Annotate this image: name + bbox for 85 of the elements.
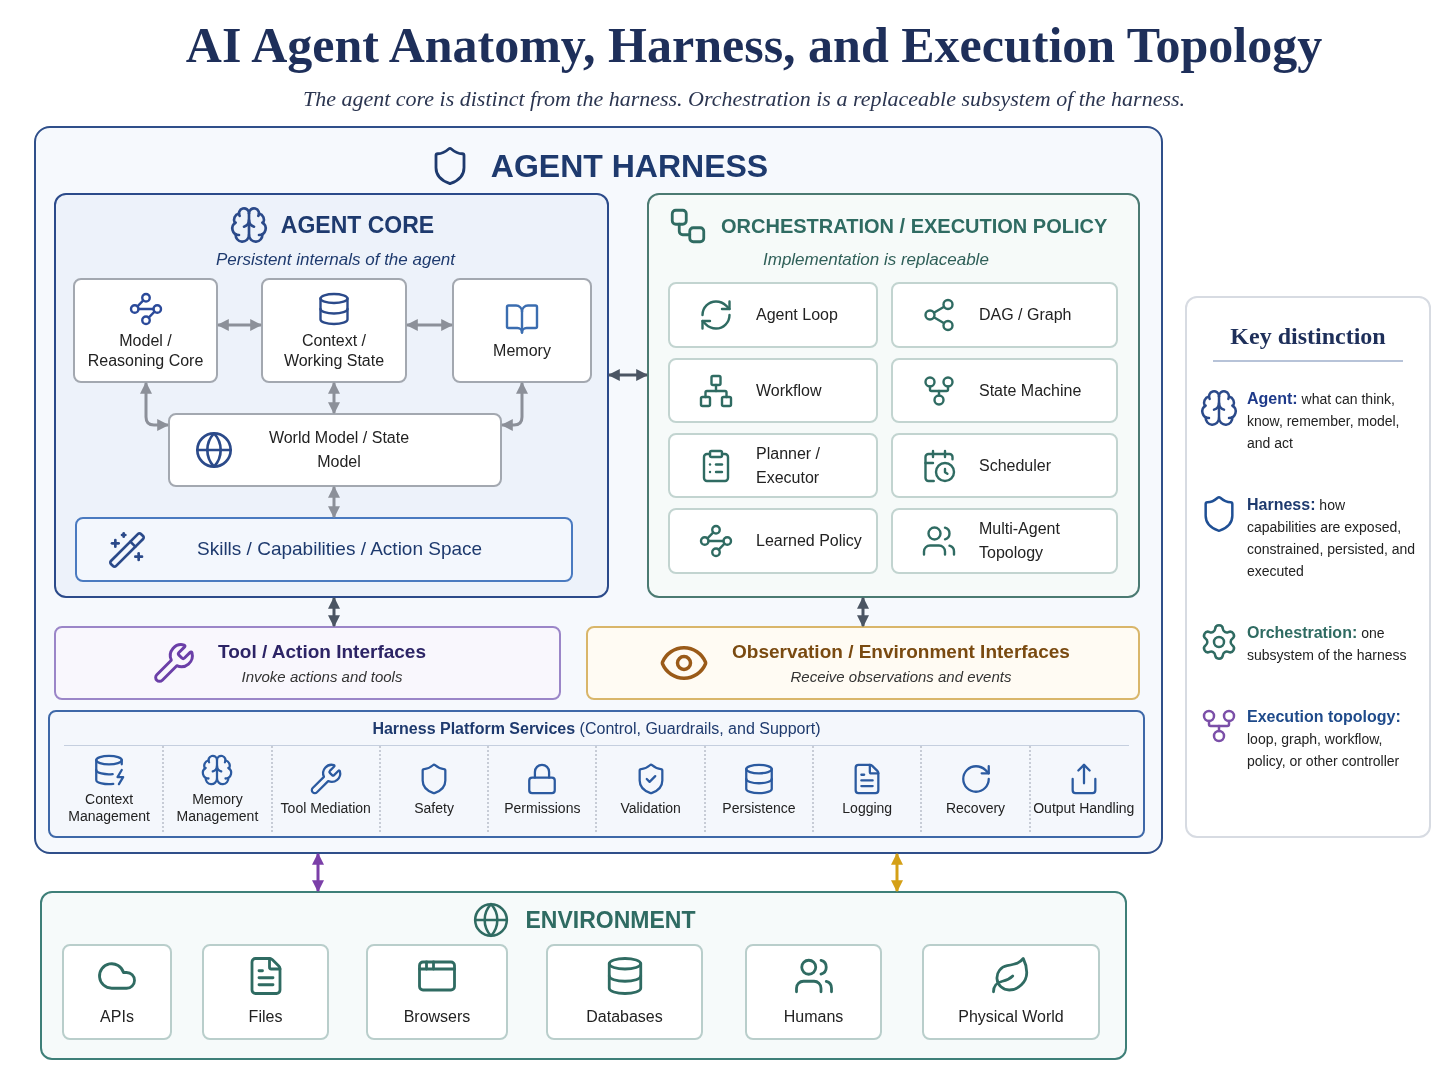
label-text: Memory [493, 340, 551, 361]
description-text: Execution topology: loop, graph, workflow, policy, or other controller [1247, 707, 1402, 771]
label-text: Model / Reasoning Core [86, 330, 205, 371]
panel-box [54, 193, 609, 598]
label-text: Workflow [756, 381, 822, 399]
label-text: Databases [586, 1007, 663, 1027]
option-card [891, 433, 1118, 498]
label-text: Skills / Capabilities / Action Space [197, 537, 483, 562]
label-text: Browsers [403, 1007, 471, 1027]
panel-box [647, 193, 1140, 598]
subtitle: Implementation is replaceable [763, 249, 989, 271]
interface-bar [586, 626, 1140, 700]
item-card [745, 944, 882, 1040]
container-box [34, 126, 1163, 854]
label-text: Files [248, 1007, 283, 1027]
label-text: Multi-Agent Topology [979, 520, 1060, 561]
heading: AGENT CORE [280, 210, 435, 240]
subtitle: Invoke actions and tools [241, 667, 403, 687]
label-text: DAG / Graph [979, 306, 1072, 323]
option-card [668, 433, 878, 498]
panel-box [40, 891, 1127, 1060]
component-card [168, 413, 502, 487]
label-text: Output Handling [1033, 799, 1135, 817]
label-text: State Machine [979, 381, 1082, 399]
option-card [891, 508, 1118, 574]
option-card [668, 282, 878, 348]
option-card [891, 358, 1118, 423]
services-panel [48, 710, 1145, 838]
component-card [261, 278, 407, 383]
item-card [62, 944, 172, 1040]
label-text: Memory Management [175, 791, 260, 825]
double-arrow [891, 852, 903, 893]
item-card [546, 944, 703, 1040]
title: AI Agent Anatomy, Harness, and Execution Topology [185, 16, 1323, 75]
subtitle: The agent core is distinct from the harness. Orchestration is a replaceable subsystem of the harness. [302, 85, 1186, 113]
label-text: APIs [100, 1007, 134, 1027]
component-card [452, 278, 592, 383]
item-card [922, 944, 1100, 1040]
label-text: Planner / Executor [756, 444, 821, 486]
label-text: Context / Working State [282, 330, 386, 371]
label-text: Scheduler [979, 456, 1052, 474]
label-text: Logging [842, 799, 893, 817]
double-arrow [140, 381, 170, 431]
component-card [73, 278, 218, 383]
label-text: Agent Loop [756, 306, 838, 323]
double-arrow [500, 381, 528, 431]
double-arrow [857, 596, 869, 628]
double-arrow [312, 852, 324, 893]
label-text: Persistence [722, 799, 796, 817]
double-arrow [216, 319, 263, 331]
label-text: Safety [414, 799, 454, 817]
description-text: Harness: how capabilities are exposed, constrained, persisted, and executed [1247, 495, 1417, 581]
label-text: World Model / State Model [268, 429, 410, 470]
heading: AGENT HARNESS [490, 147, 769, 186]
double-arrow [328, 381, 340, 415]
description-text: Orchestration: one subsystem of the harness [1247, 623, 1408, 665]
heading: ORCHESTRATION / EXECUTION POLICY [721, 214, 1108, 239]
heading: Harness Platform Services (Control, Guardrails, and Support) [372, 719, 821, 739]
label-text: Humans [783, 1007, 844, 1027]
subtitle: Persistent internals of the agent [214, 249, 456, 271]
label-text: Recovery [945, 799, 1006, 817]
label-text: Context Management [67, 791, 151, 825]
interface-bar [54, 626, 561, 700]
heading: Tool / Action Interfaces [218, 639, 426, 664]
heading: Observation / Environment Interfaces [732, 639, 1070, 664]
double-arrow [607, 369, 649, 381]
label-text: Permissions [504, 799, 581, 817]
option-card [668, 508, 878, 574]
heading: ENVIRONMENT [525, 905, 696, 935]
component-bar [75, 517, 573, 582]
label-text: Physical World [958, 1007, 1064, 1027]
double-arrow [405, 319, 454, 331]
description-text: Agent: what can think, know, remember, model, and act [1247, 389, 1401, 453]
label-text: Validation [620, 799, 681, 817]
item-card [202, 944, 329, 1040]
label-text: Learned Policy [756, 532, 862, 549]
double-arrow [328, 485, 340, 519]
option-card [668, 358, 878, 423]
sidebar-card [1185, 296, 1431, 838]
double-arrow [328, 596, 340, 628]
option-card [891, 282, 1118, 348]
label-text: Tool Mediation [280, 799, 371, 817]
heading: Key distinction [1230, 323, 1386, 349]
item-card [366, 944, 508, 1040]
subtitle: Receive observations and events [790, 667, 1012, 687]
